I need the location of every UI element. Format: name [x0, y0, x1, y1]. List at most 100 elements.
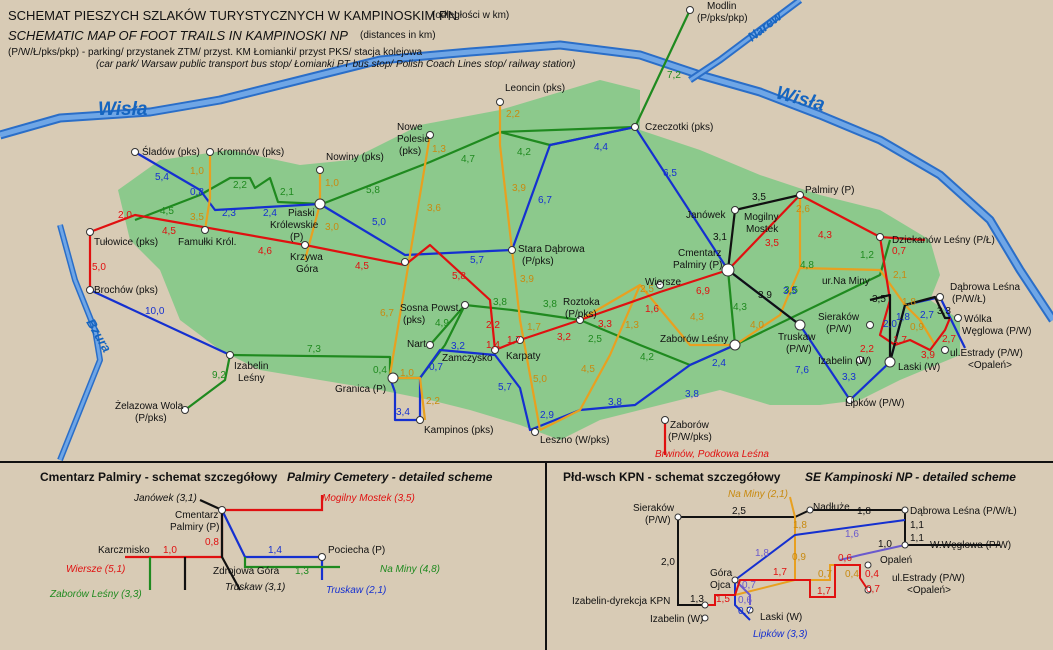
inset-right-dist: 2,5 — [732, 506, 746, 517]
node-laski — [884, 356, 896, 368]
inset-right-sierakow: Sieraków — [633, 503, 675, 514]
inset-left-truskaw-blue: Truskaw (2,1) — [326, 585, 386, 596]
inset-right-black-left — [677, 517, 705, 606]
bzura-river-inner — [58, 224, 102, 461]
rivers — [0, 0, 1053, 462]
node-izabelin-lesny — [226, 351, 234, 359]
inset-right-ul-estrady: ul.Estrady (P/W) — [892, 573, 965, 584]
trail-blue-brochow — [89, 289, 231, 356]
dist-blue: 5,7 — [498, 382, 512, 393]
inset-right-node-wweglowa — [901, 541, 909, 549]
inset-left-dist: 1,4 — [268, 545, 282, 556]
dist-yellow: 3,5 — [190, 212, 204, 223]
inset-left-pociecha: Pociecha (P) — [328, 545, 385, 556]
label-granica: Granica (P) — [335, 384, 386, 395]
inset-right-dist: 1,6 — [845, 529, 859, 540]
dist-blue: 2,3 — [222, 208, 236, 219]
dist-blue: 3,5 — [783, 286, 797, 297]
dist-red: 4,3 — [818, 230, 832, 241]
inset-right-izabelin-w: Izabelin (W) — [650, 614, 703, 625]
inset-right-nadluze: Nadłuże — [813, 502, 850, 513]
label-dziekanow: Dziekanów Leśny (P/Ł) — [892, 235, 995, 246]
inset-right-purple-2 — [839, 544, 906, 561]
label-mogilny: Mogilny — [744, 212, 778, 223]
inset-left-green — [243, 557, 340, 569]
label-brochow: Brochów (pks) — [94, 285, 158, 296]
inset-left-na-miny: Na Miny (4,8) — [380, 564, 440, 575]
dist-yellow: 0,9 — [910, 322, 924, 333]
dist-red: 4,5 — [162, 226, 176, 237]
label-ul-estrady-2: <Opaleń> — [968, 360, 1012, 371]
dist-blue: 2,7 — [920, 310, 934, 321]
dist-yellow: 5,0 — [533, 374, 547, 385]
label-piaski-3: (P) — [290, 232, 303, 243]
label-zelazowa: Żelazowa Wola — [115, 399, 184, 412]
dist-green: 2,1 — [280, 187, 294, 198]
label-lipkow: Lipków (P/W) — [845, 398, 904, 409]
node-wiersze — [656, 281, 664, 289]
inset-left-zdrojowa: Zdrojowa Góra — [213, 566, 280, 577]
label-roztoka: Roztoka — [563, 297, 600, 308]
node-nowe-polesie — [426, 131, 434, 139]
label-czeczotki: Czeczotki (pks) — [645, 122, 713, 133]
inset-right-opalen: Opaleń — [880, 555, 912, 566]
label-tulowice: Tułowice (pks) — [94, 237, 158, 248]
label-piaski: Piaski — [288, 208, 315, 219]
label-modlin-2: (P/pks/pkp) — [697, 13, 748, 24]
inset-right-dist: 1,8 — [755, 548, 769, 559]
label-ul-estrady: ul.Estrady (P/W) — [950, 348, 1023, 359]
label-piaski-2: Królewskie — [270, 220, 319, 231]
dist-red: 4,5 — [355, 261, 369, 272]
dist-yellow: 1,8 — [902, 297, 916, 308]
inset-right-wweglowa: W.Węglowa (P/W) — [930, 540, 1011, 551]
dist-red: 0,7 — [892, 246, 906, 257]
trail-yellow-granica — [390, 376, 427, 421]
legend-en: (car park/ Warsaw public transport bus s… — [96, 59, 575, 70]
dist-blue: 3,3 — [842, 372, 856, 383]
inset-left-title-pl: Cmentarz Palmiry - schemat szczegółowy — [40, 470, 278, 484]
inset-right-node-estrady — [864, 586, 872, 594]
trail-yellow-leszno — [539, 284, 642, 431]
dist-black: 3,9 — [758, 290, 772, 301]
dist-green: 4,7 — [461, 154, 475, 165]
trail-green-east — [499, 125, 636, 134]
dist-yellow: 2,2 — [506, 109, 520, 120]
distance-labels: 2,0 4,5 4,6 4,5 5,0 5,8 2,2 1,4 1,7 3,2 … — [92, 70, 956, 421]
inset-left-title-en: Palmiry Cemetery - detailed scheme — [287, 470, 493, 484]
inset-palmiry-cemetery: Cmentarz Palmiry - schemat szczegółowy P… — [40, 470, 493, 600]
dist-green: 4,2 — [517, 147, 531, 158]
dist-yellow: 2,6 — [796, 204, 810, 215]
inset-right-ojca: Ojca — [710, 580, 731, 591]
dist-blue: 5,7 — [470, 255, 484, 266]
label-cmentarz: Cmentarz — [678, 248, 721, 259]
label-leoncin: Leoncin (pks) — [505, 83, 565, 94]
dist-green: 4,2 — [640, 352, 654, 363]
dist-blue: 2,9 — [540, 410, 554, 421]
dist-red: 3,2 — [557, 332, 571, 343]
dist-red: 3,5 — [765, 238, 779, 249]
node-truskaw — [794, 319, 806, 331]
dist-yellow: 2,1 — [893, 270, 907, 281]
dist-blue: 2,0 — [883, 319, 897, 330]
node-ul-estrady — [941, 346, 949, 354]
dist-blue: 0,7 — [429, 362, 443, 373]
node-dabrowa-lesna — [936, 293, 944, 301]
label-izabelin-lesny: Izabelin — [234, 361, 268, 372]
inset-right-title-pl: Płd-wsch KPN - schemat szczegółowy — [563, 470, 781, 484]
dist-red: 4,6 — [258, 246, 272, 257]
label-dabrowa-lesna-2: (P/W/Ł) — [952, 294, 986, 305]
label-zelazowa-2: (P/pks) — [135, 413, 167, 424]
dist-red: 3,9 — [921, 350, 935, 361]
label-sosna: Sosna Powst. — [400, 303, 461, 314]
inset-right-dist: 0,7 — [738, 606, 752, 617]
dist-red: 2,2 — [486, 320, 500, 331]
trail-yellow-kromnow — [203, 152, 212, 231]
node-x1 — [401, 258, 409, 266]
label-izabelin-lesny-2: Leśny — [238, 373, 265, 384]
dist-green: 1,2 — [860, 250, 874, 261]
dist-green: 4,9 — [435, 318, 449, 329]
dist-blue: 4,4 — [594, 142, 608, 153]
label-truskaw: Truskaw — [778, 332, 816, 343]
node-nart — [426, 341, 434, 349]
inset-left-zaborow: Zaborów Leśny (3,3) — [49, 589, 142, 600]
